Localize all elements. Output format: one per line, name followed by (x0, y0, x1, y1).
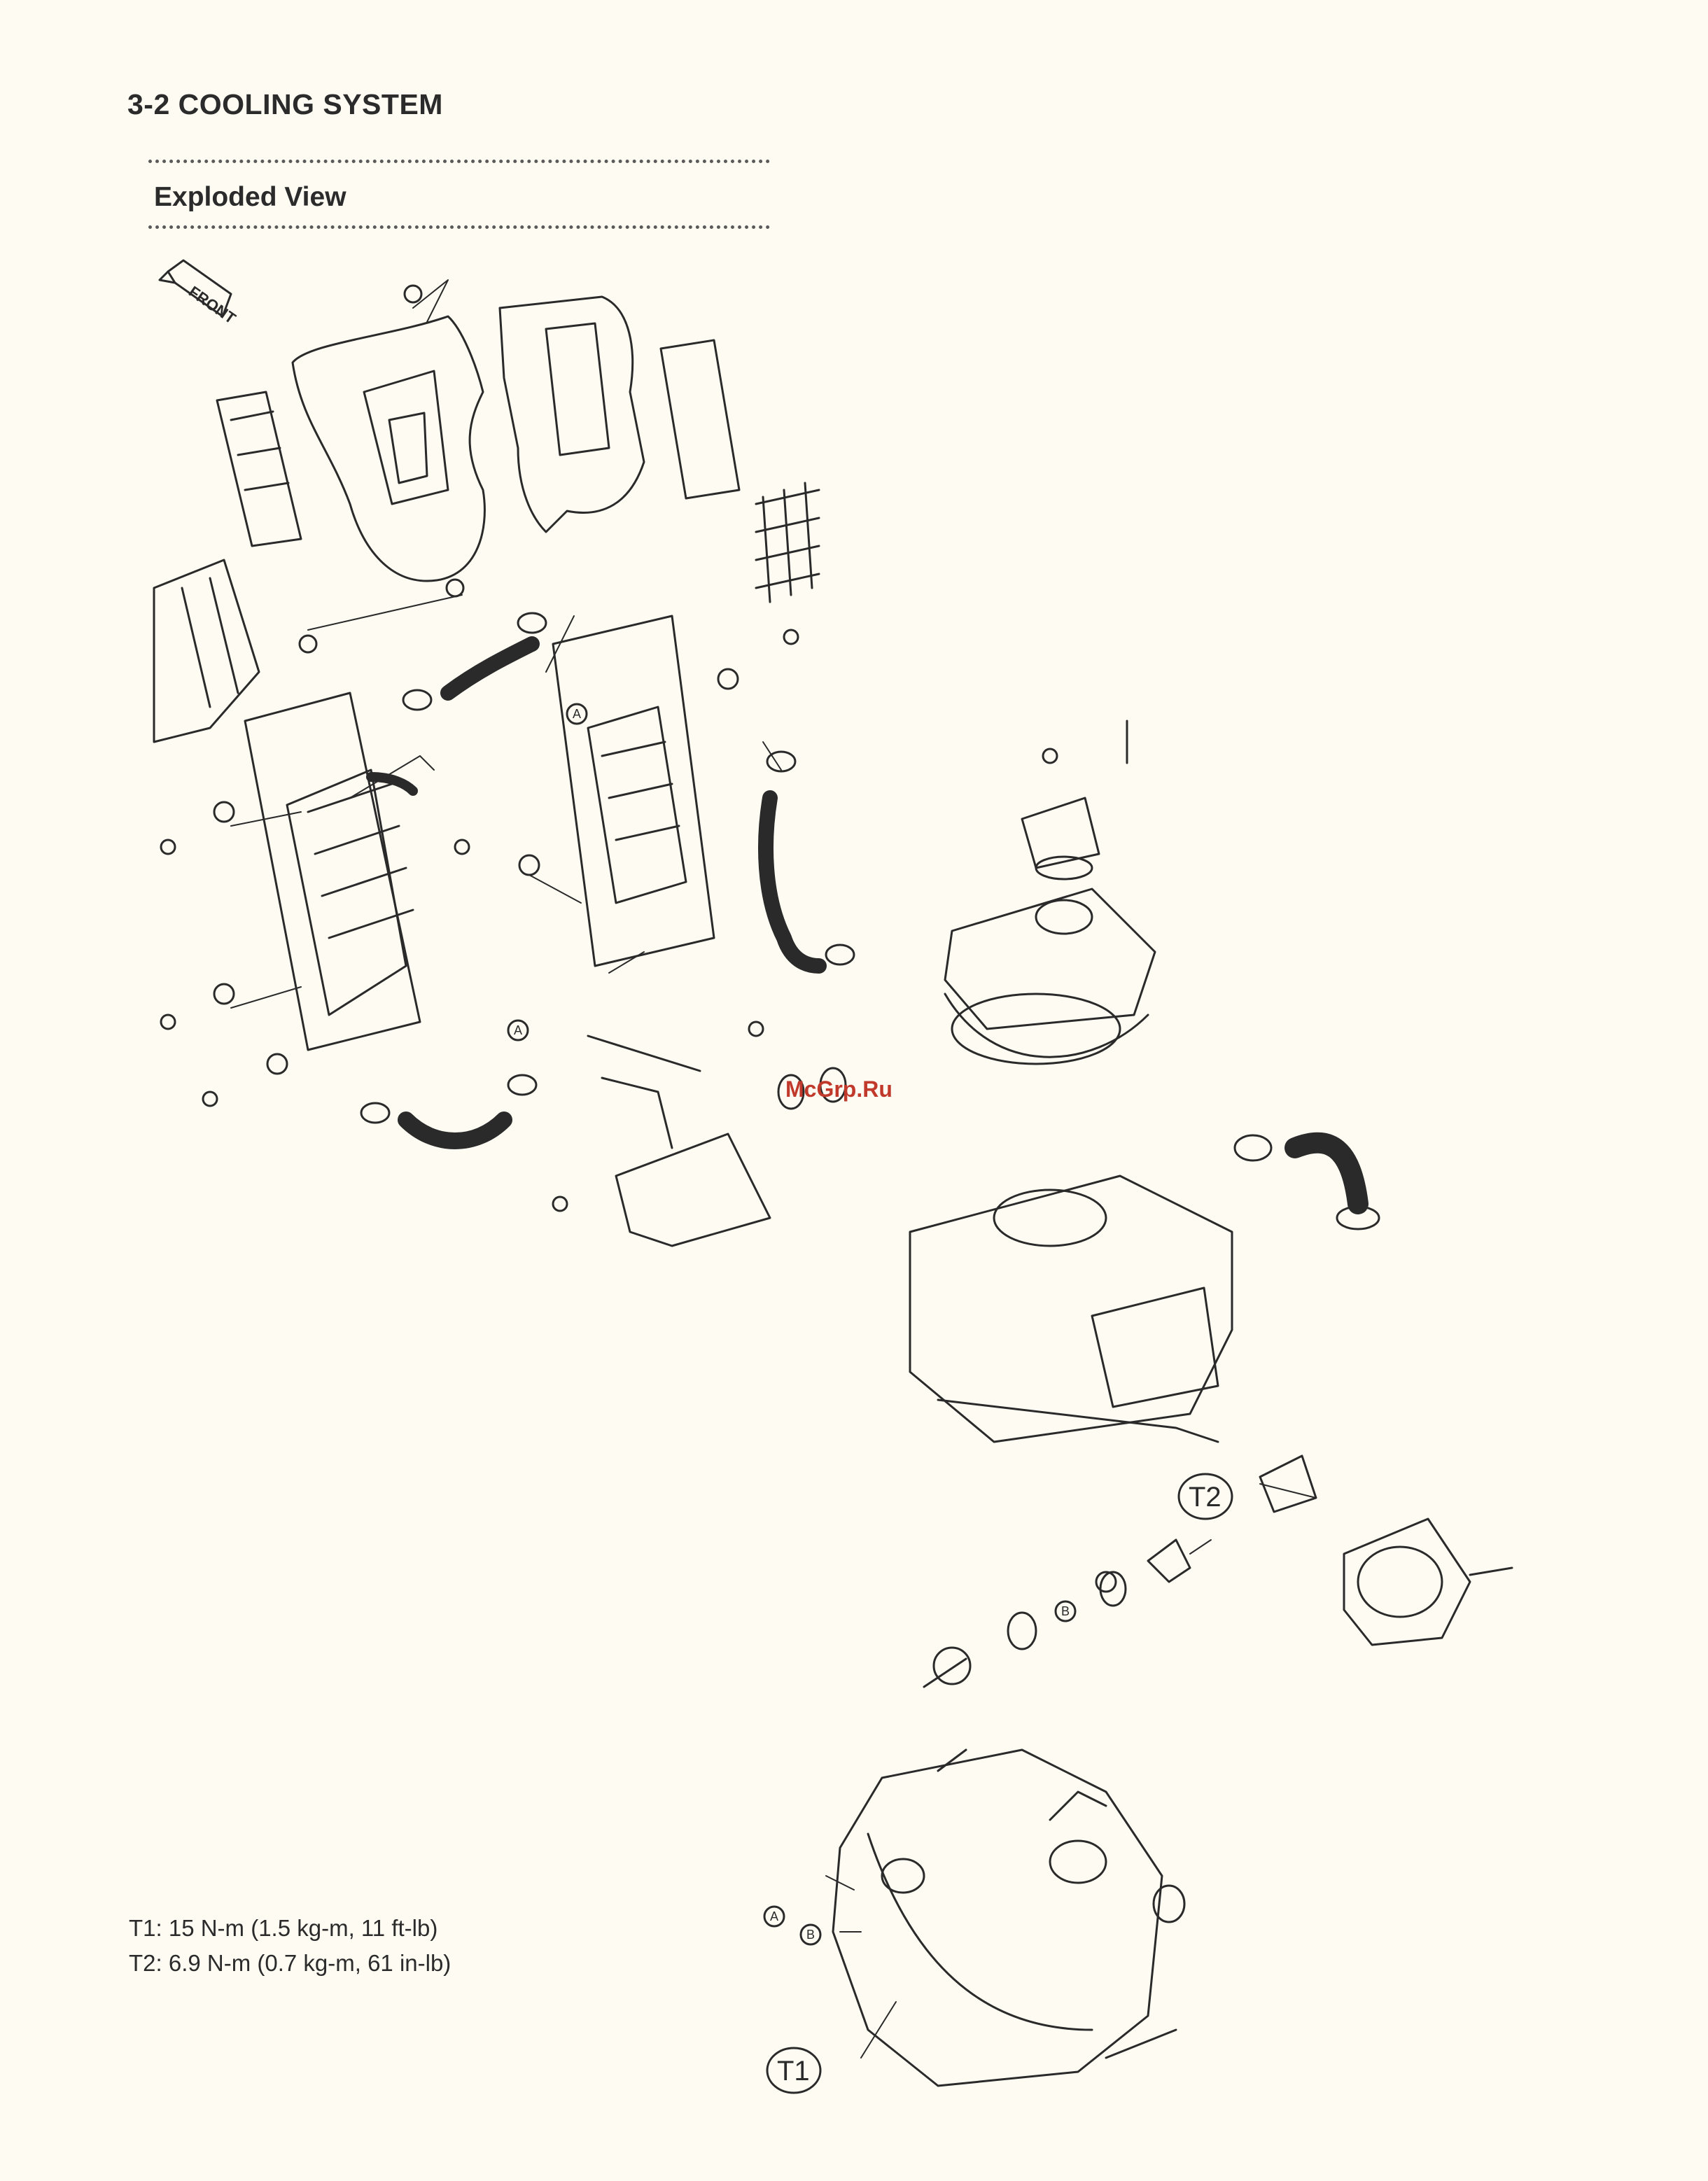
water-pump-cover (1260, 1456, 1512, 1645)
water-pipe-bracket (588, 1036, 770, 1246)
right-crankcase-cover (833, 1750, 1184, 2086)
lower-hose-right (766, 798, 819, 966)
radiator-right (553, 616, 714, 966)
cylinder-head-gasket (952, 994, 1120, 1064)
front-label: FRONT (186, 283, 239, 328)
shroud-decal (217, 392, 301, 546)
shroud-plate (661, 340, 739, 498)
torque-spec-t1: T1: 15 N-m (1.5 kg-m, 11 ft-lb) (129, 1915, 438, 1942)
torque-callout-t1: T1 (777, 2056, 810, 2087)
callout-a-radiator: A (573, 707, 581, 721)
radiator-shroud-left (293, 316, 484, 581)
leader-lines (231, 280, 1316, 2058)
bolts-and-clamps (161, 286, 854, 1211)
upper-hose-left (448, 644, 532, 693)
lower-hose-left (406, 1120, 504, 1141)
thermostat-cover (1022, 721, 1127, 879)
radiator-shroud-right (500, 297, 644, 532)
radiator-grille (756, 483, 819, 602)
callout-a-pipe: A (514, 1023, 522, 1037)
watermark: McGrp.Ru (785, 1077, 892, 1102)
water-pump-impeller (1096, 1540, 1190, 1592)
elbow-hose (1295, 1143, 1358, 1204)
torque-spec-t2: T2: 6.9 N-m (0.7 kg-m, 61 in-lb) (129, 1950, 451, 1977)
callout-a-cover: A (770, 1909, 778, 1923)
radiator-guard-left (154, 560, 259, 742)
torque-callout-t2: T2 (1189, 1482, 1222, 1513)
callout-b-cover: B (806, 1928, 815, 1942)
hose-clamp-upper (1235, 1135, 1271, 1160)
cylinder (910, 1176, 1232, 1442)
callout-b-pump: B (1061, 1604, 1070, 1618)
cylinder-head (945, 889, 1155, 1057)
water-pump-shaft (924, 1572, 1126, 1687)
